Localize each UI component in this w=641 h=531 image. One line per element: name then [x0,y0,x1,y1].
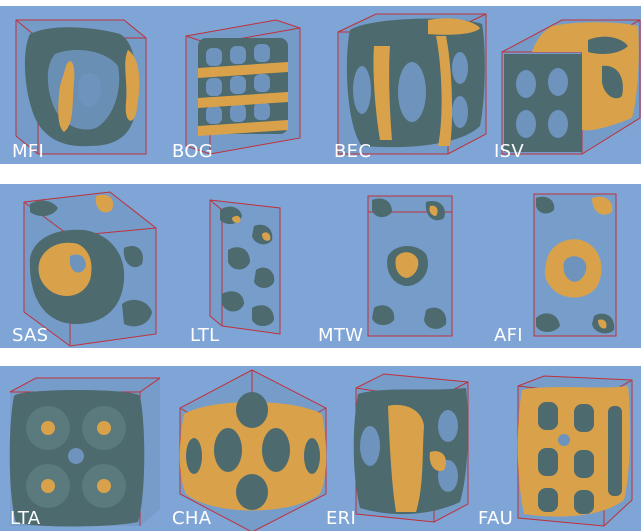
lta-structure-image [9,377,160,527]
structure-afi: AFI [486,184,641,348]
framework-label-mtw: MTW [318,325,364,346]
framework-label-sas: SAS [12,325,49,346]
structure-mtw: MTW [318,184,478,348]
framework-label-lta: LTA [10,508,41,529]
structure-bog: BOG [172,6,332,164]
framework-label-isv: ISV [494,141,524,162]
structure-cha: CHA [172,366,332,531]
structure-sas: SAS [0,184,160,348]
framework-row-1: MFI BOG [0,6,641,164]
cha-structure-image [179,369,327,531]
framework-label-cha: CHA [172,508,212,529]
afi-structure-image [533,193,617,337]
structure-bec: BEC [332,6,492,164]
structure-ltl: LTL [190,184,350,348]
structure-fau: FAU [478,366,638,531]
mtw-structure-image [367,195,453,337]
framework-row-3: LTA CHA ERI [0,366,641,531]
sas-structure-image [23,191,157,347]
framework-label-afi: AFI [494,325,523,346]
eri-structure-image [353,373,469,523]
fau-structure-image [517,375,633,527]
structure-eri: ERI [326,366,486,531]
structure-mfi: MFI [0,6,160,164]
mfi-structure-image [15,19,147,155]
framework-label-bog: BOG [172,141,214,162]
framework-label-eri: ERI [326,508,357,529]
framework-label-ltl: LTL [190,325,220,346]
framework-label-mfi: MFI [12,141,45,162]
isv-structure-image [501,19,641,155]
structure-lta: LTA [0,366,160,531]
structure-isv: ISV [492,6,641,164]
framework-row-2: SAS LTL MTW [0,184,641,348]
bec-structure-image [337,13,487,155]
framework-label-bec: BEC [334,141,372,162]
bog-structure-image [185,19,301,155]
ltl-structure-image [209,199,281,335]
framework-label-fau: FAU [478,508,514,529]
